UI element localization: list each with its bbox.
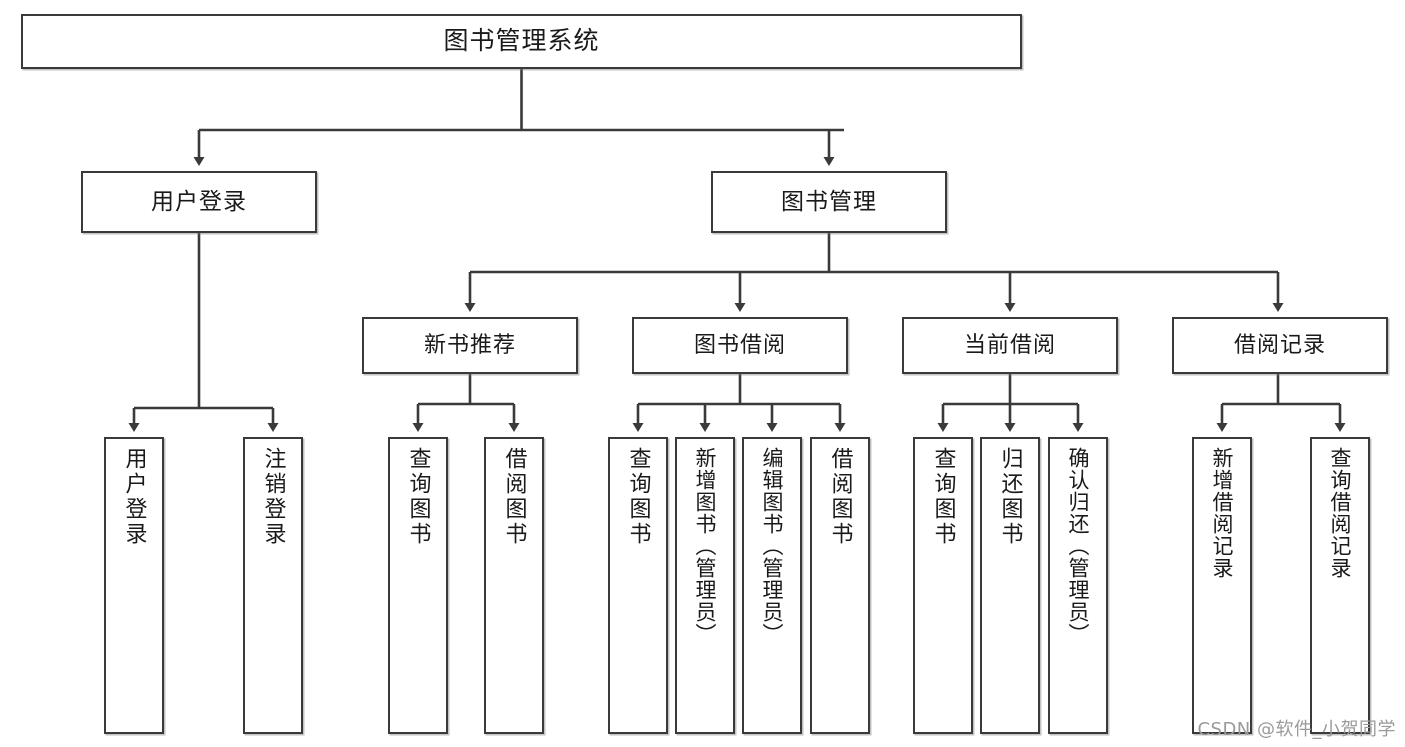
node-label: 新增图书（管理员） (693, 447, 718, 645)
node-label: 图书借阅 (693, 332, 786, 358)
leaf-current-borrow-1[interactable]: 查询图书 (913, 437, 973, 734)
node-label: 借阅图书 (827, 447, 853, 547)
leaf-book-borrow-4[interactable]: 借阅图书 (810, 437, 870, 734)
csdn-watermark: CSDN @软件_小贺同学 (1197, 719, 1396, 740)
node-user-login[interactable]: 用户登录 (81, 171, 317, 233)
leaf-new-recommend-1[interactable]: 查询图书 (388, 437, 448, 734)
node-label: 用户登录 (121, 447, 147, 547)
node-label: 图书管理系统 (443, 26, 600, 56)
leaf-user-login-2[interactable]: 注销登录 (243, 437, 303, 734)
node-root-system[interactable]: 图书管理系统 (21, 14, 1022, 69)
leaf-borrow-record-2[interactable]: 查询借阅记录 (1310, 437, 1370, 734)
node-current-borrow[interactable]: 当前借阅 (902, 317, 1118, 374)
node-label: 借阅记录 (1233, 332, 1326, 358)
leaf-user-login-1[interactable]: 用户登录 (104, 437, 164, 734)
leaf-current-borrow-3[interactable]: 确认归还（管理员） (1048, 437, 1108, 734)
node-new-book-recommend[interactable]: 新书推荐 (362, 317, 578, 374)
node-book-manage[interactable]: 图书管理 (711, 171, 947, 233)
node-label: 注销登录 (260, 447, 286, 547)
node-label: 图书管理 (781, 188, 877, 215)
node-borrow-record[interactable]: 借阅记录 (1172, 317, 1388, 374)
leaf-book-borrow-2[interactable]: 新增图书（管理员） (675, 437, 735, 734)
node-label: 确认归还（管理员） (1066, 447, 1091, 645)
leaf-borrow-record-1[interactable]: 新增借阅记录 (1192, 437, 1252, 734)
node-label: 新增借阅记录 (1210, 447, 1235, 579)
leaf-new-recommend-2[interactable]: 借阅图书 (484, 437, 544, 734)
node-label: 查询图书 (405, 447, 431, 547)
leaf-book-borrow-3[interactable]: 编辑图书（管理员） (742, 437, 802, 734)
node-book-borrow[interactable]: 图书借阅 (632, 317, 848, 374)
node-label: 新书推荐 (423, 332, 516, 358)
leaf-book-borrow-1[interactable]: 查询图书 (608, 437, 668, 734)
node-label: 用户登录 (151, 188, 247, 215)
node-label: 借阅图书 (501, 447, 527, 547)
node-label: 归还图书 (997, 447, 1023, 547)
node-label: 编辑图书（管理员） (760, 447, 785, 645)
node-label: 查询借阅记录 (1328, 447, 1353, 579)
leaf-current-borrow-2[interactable]: 归还图书 (980, 437, 1040, 734)
node-label: 查询图书 (625, 447, 651, 547)
node-label: 当前借阅 (963, 332, 1056, 358)
node-label: 查询图书 (930, 447, 956, 547)
